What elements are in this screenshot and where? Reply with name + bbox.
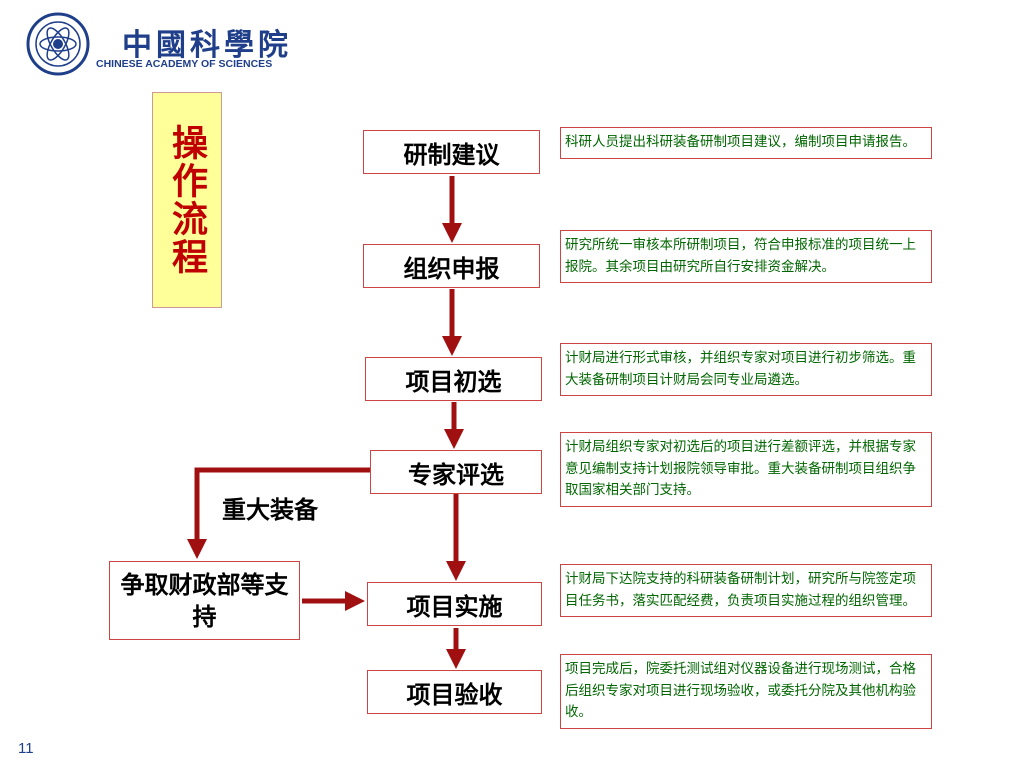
desc-research-proposal: 科研人员提出科研装备研制项目建议，编制项目申请报告。 — [560, 127, 932, 159]
step-expert-review: 专家评选 — [370, 450, 542, 494]
desc-project-implementation: 计财局下达院支持的科研装备研制计划，研究所与院签定项目任务书，落实匹配经费，负责… — [560, 564, 932, 618]
desc-preliminary-selection: 计财局进行形式审核，并组织专家对项目进行初步筛选。重大装备研制项目计财局会同专业… — [560, 343, 932, 397]
step-research-proposal: 研制建议 — [363, 130, 540, 174]
step-preliminary-selection: 项目初选 — [365, 357, 542, 401]
logo-chinese-name: 中國科學院 — [122, 28, 292, 63]
side-title: 操作流程 — [152, 92, 222, 308]
cas-emblem-icon — [26, 12, 90, 76]
page-number: 11 — [18, 740, 34, 757]
support-box: 争取财政部等支持 — [109, 561, 300, 640]
desc-project-acceptance: 项目完成后，院委托测试组对仪器设备进行现场测试，合格后组织专家对项目进行现场验收… — [560, 654, 932, 729]
step-project-acceptance: 项目验收 — [367, 670, 542, 714]
cas-logo: 中國科學院 CHINESE ACADEMY OF SCIENCES — [26, 12, 288, 76]
desc-organize-apply: 研究所统一审核本所研制项目，符合申报标准的项目统一上报院。其余项目由研究所自行安… — [560, 230, 932, 284]
step-project-implementation: 项目实施 — [367, 582, 542, 626]
arrow-branch-down — [187, 467, 370, 559]
logo-english-name: CHINESE ACADEMY OF SCIENCES — [96, 58, 273, 70]
branch-label: 重大装备 — [222, 495, 318, 524]
step-organize-apply: 组织申报 — [363, 244, 540, 288]
desc-expert-review: 计财局组织专家对初选后的项目进行差额评选，并根据专家意见编制支持计划报院领导审批… — [560, 432, 932, 507]
